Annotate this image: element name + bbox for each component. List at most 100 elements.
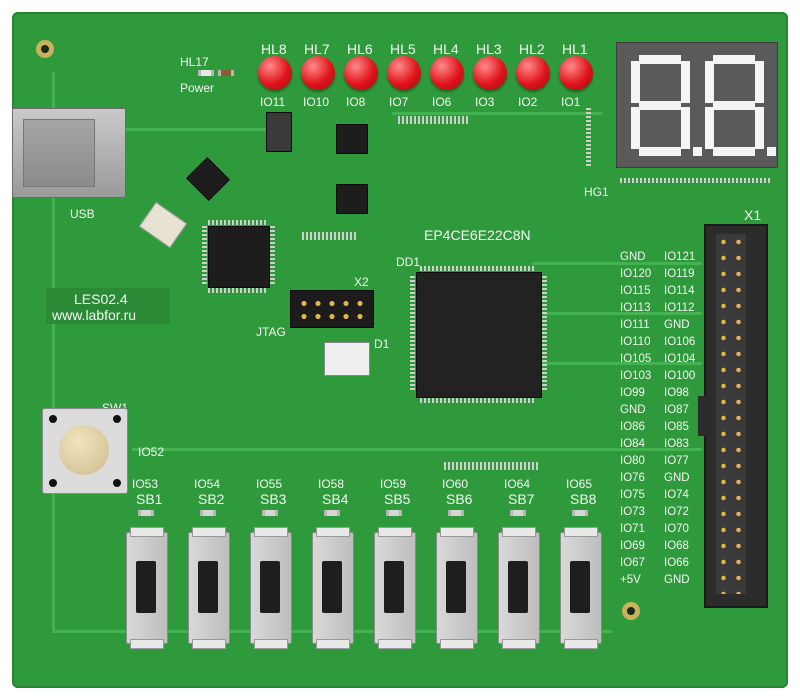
ic-u3 xyxy=(186,157,230,201)
display-label: HG1 xyxy=(584,185,609,199)
capacitor-row xyxy=(444,462,540,470)
fpga-label: EP4CE6E22C8N xyxy=(424,227,531,243)
fpga-pins xyxy=(542,276,547,392)
led-label-hl6: HL6 xyxy=(347,41,373,57)
chip-pins xyxy=(270,226,275,286)
led-io-label: IO1 xyxy=(561,95,581,109)
capacitor-row xyxy=(302,232,358,240)
connector-pin-label: GND xyxy=(620,404,646,416)
connector-pin-label: IO100 xyxy=(664,370,696,382)
brand-line2: www.labfor.ru xyxy=(52,307,137,323)
connector-pin-label: +5V xyxy=(620,574,641,586)
connector-pin-label: IO71 xyxy=(620,523,645,535)
connector-pin-label: IO72 xyxy=(664,506,689,518)
trace xyxy=(542,362,702,365)
led-hl4 xyxy=(430,56,464,90)
connector-pin-label: IO120 xyxy=(620,268,652,280)
connector-pin-label: GND xyxy=(664,574,690,586)
trace xyxy=(392,112,602,115)
led-hl2 xyxy=(516,56,550,90)
connector-pin-label: IO75 xyxy=(620,489,645,501)
connector-pin-label: IO85 xyxy=(664,421,689,433)
pullup-resistor xyxy=(572,510,588,516)
slide-switch-sb2[interactable] xyxy=(188,527,230,649)
led-hl7 xyxy=(301,56,335,90)
switch-name-sb6: SB6 xyxy=(446,491,473,507)
pullup-resistor xyxy=(448,510,464,516)
push-button-sw1[interactable] xyxy=(42,408,128,494)
pullup-resistor xyxy=(200,510,216,516)
sw1-pin: IO52 xyxy=(138,445,165,459)
connector-pin-label: IO114 xyxy=(664,285,695,297)
led-hl6 xyxy=(344,56,378,90)
connector-pin-label: GND xyxy=(664,472,690,484)
switch-name-sb4: SB4 xyxy=(322,491,349,507)
connector-pin-label: IO68 xyxy=(664,540,689,552)
slide-switch-sb4[interactable] xyxy=(312,527,354,649)
switch-name-sb2: SB2 xyxy=(198,491,225,507)
connector-pin-label: IO70 xyxy=(664,523,689,535)
led-io-label: IO6 xyxy=(432,95,452,109)
pullup-resistor xyxy=(386,510,402,516)
capacitor-row xyxy=(398,116,468,124)
brand-box xyxy=(46,288,170,324)
ic-u1 xyxy=(336,124,368,154)
connector-pin-label: IO66 xyxy=(664,557,689,569)
crystal-oscillator xyxy=(138,201,188,249)
fpga-pins xyxy=(420,398,536,403)
led-hl1 xyxy=(559,56,593,90)
connector-pin-label: IO111 xyxy=(620,319,650,331)
voltage-regulator xyxy=(266,112,292,152)
fpga-pins xyxy=(410,276,415,392)
switch-io-label: IO64 xyxy=(504,477,531,491)
connector-pin-label: IO104 xyxy=(664,353,696,365)
seven-segment-display xyxy=(616,42,778,168)
trace xyxy=(122,128,282,131)
connector-pin-label: IO86 xyxy=(620,421,645,433)
slide-switch-sb3[interactable] xyxy=(250,527,292,649)
usb-controller-chip xyxy=(208,226,270,288)
slide-switch-sb5[interactable] xyxy=(374,527,416,649)
trace xyxy=(52,72,55,632)
switch-io-label: IO55 xyxy=(256,477,283,491)
switch-name-sb7: SB7 xyxy=(508,491,535,507)
slide-switch-sb8[interactable] xyxy=(560,527,602,649)
switch-io-label: IO58 xyxy=(318,477,345,491)
connector-pin-label: IO74 xyxy=(664,489,689,501)
switch-io-label: IO60 xyxy=(442,477,469,491)
resistor xyxy=(218,70,234,76)
connector-pin-label: IO106 xyxy=(664,336,696,348)
connector-pin-label: IO83 xyxy=(664,438,689,450)
switch-name-sb1: SB1 xyxy=(136,491,163,507)
connector-pin-label: IO80 xyxy=(620,455,645,467)
connector-pin-label: IO69 xyxy=(620,540,645,552)
segment-digits-icon xyxy=(631,55,776,156)
brand-line1: LES02.4 xyxy=(74,291,128,307)
connector-pin-label: IO84 xyxy=(620,438,645,450)
trace xyxy=(132,448,702,451)
display-pins xyxy=(620,178,770,183)
led-label-hl1: HL1 xyxy=(562,41,588,57)
connector-pin-label: IO99 xyxy=(620,387,645,399)
led-io-label: IO11 xyxy=(260,95,286,109)
connector-pin-label: IO98 xyxy=(664,387,689,399)
switch-name-sb8: SB8 xyxy=(570,491,597,507)
connector-label: X1 xyxy=(744,207,762,223)
switch-io-label: IO59 xyxy=(380,477,407,491)
connector-pin-label: IO76 xyxy=(620,472,645,484)
connector-pin-label: IO73 xyxy=(620,506,645,518)
slide-switch-sb6[interactable] xyxy=(436,527,478,649)
slide-switch-sb1[interactable] xyxy=(126,527,168,649)
led-label-hl2: HL2 xyxy=(519,41,545,57)
slide-switch-sb7[interactable] xyxy=(498,527,540,649)
pullup-resistor xyxy=(324,510,340,516)
connector-pin-label: IO112 xyxy=(664,302,695,314)
jtag-header[interactable] xyxy=(290,290,374,328)
fpga-pins xyxy=(420,266,536,271)
connector-pin-label: IO67 xyxy=(620,557,645,569)
x1-connector[interactable] xyxy=(698,224,768,608)
jtag-label: JTAG xyxy=(256,325,286,339)
connector-pin-label: GND xyxy=(664,319,690,331)
connector-pin-label: GND xyxy=(620,251,646,263)
